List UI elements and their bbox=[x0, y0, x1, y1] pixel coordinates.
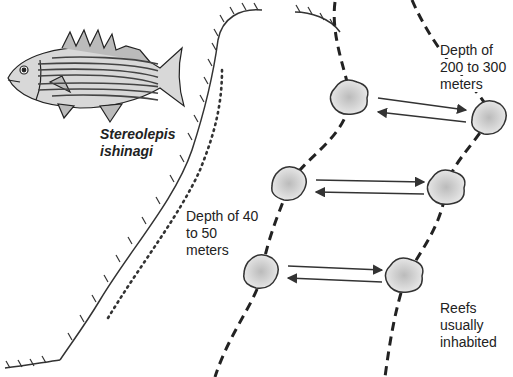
depth-label: Depth of 40 to 50 meters bbox=[186, 208, 262, 259]
hatch-mark bbox=[214, 29, 218, 36]
reef-label: Reefs usually inhabited bbox=[440, 300, 510, 351]
hatch-mark bbox=[254, 3, 258, 10]
fish-stripe bbox=[38, 89, 158, 93]
hatch-mark bbox=[80, 315, 84, 322]
hatch-mark bbox=[242, 3, 246, 10]
fish-stripe bbox=[52, 95, 158, 100]
hatch-mark bbox=[104, 275, 108, 282]
hatch-mark bbox=[200, 95, 204, 102]
hatch-mark bbox=[296, 5, 300, 12]
hatch-mark bbox=[208, 59, 212, 66]
hatch-mark bbox=[68, 333, 72, 340]
hatch-mark bbox=[204, 77, 208, 84]
hatch-mark bbox=[180, 155, 184, 162]
hatch-mark bbox=[308, 7, 312, 14]
hatch-mark bbox=[128, 237, 132, 244]
hatch-mark bbox=[212, 43, 216, 50]
hatch-mark bbox=[142, 217, 146, 224]
hatch-mark bbox=[92, 295, 96, 302]
hatch-mark bbox=[170, 175, 174, 182]
hatch-mark bbox=[188, 133, 192, 140]
hatch-mark bbox=[220, 15, 224, 22]
depth-label: Depth of 200 to 300 meters bbox=[440, 42, 510, 93]
species-name: Stereolepis ishinagi bbox=[100, 126, 190, 160]
hatch-mark bbox=[116, 255, 120, 262]
hatch-mark bbox=[320, 13, 324, 20]
fish-stripe bbox=[38, 83, 158, 87]
hatch-mark bbox=[230, 7, 234, 14]
hatch-mark bbox=[156, 197, 160, 204]
hatch-mark bbox=[194, 115, 198, 122]
